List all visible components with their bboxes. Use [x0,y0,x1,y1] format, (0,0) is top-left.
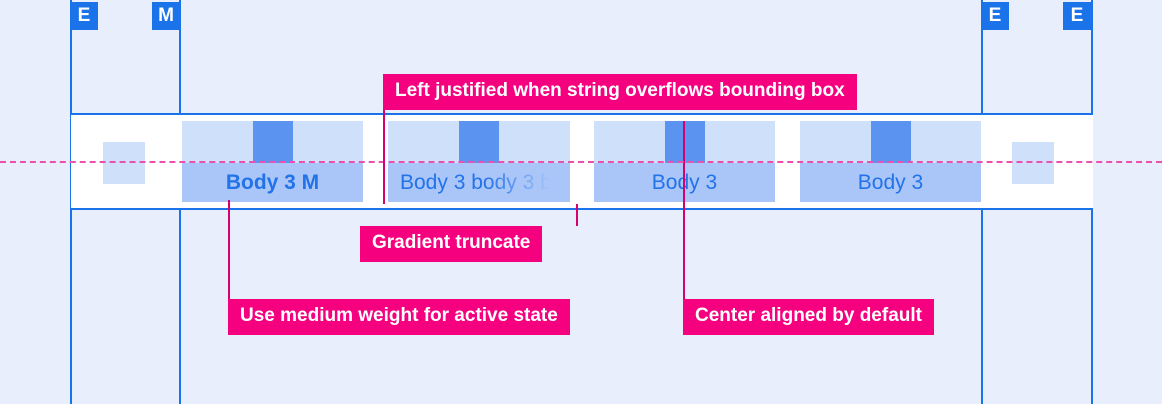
leader-center-aligned [683,121,685,311]
tab-4-label-band: Body 3 [800,163,981,202]
leader-gradient-truncate [576,204,578,226]
tab-2-glyph-icon [459,121,499,163]
leader-left-justified [383,74,385,204]
tab-4-label: Body 3 [857,171,924,194]
annotation-center-aligned: Center aligned by default [683,299,934,335]
tab-4-glyph-icon [870,121,911,163]
leader-medium-weight [228,200,230,300]
spacing-badge-e-right-inner: E [981,2,1009,30]
tab-1-label: Body 3 M [225,171,320,194]
tab-item-1[interactable]: Body 3 M [182,121,363,202]
spacing-badge-e-left-outer: E [70,2,98,30]
spacing-badge-m-left-inner: M [152,2,180,30]
tab-2-label: Body 3 body 3 b [400,171,552,194]
tab-4-icon-area [800,121,981,163]
tab-1-label-band: Body 3 M [182,163,363,202]
tab-1-icon-area [182,121,363,163]
tab-2-icon-area [388,121,570,163]
tab-2-label-band: Body 3 body 3 b [388,163,570,202]
vertical-center-line [0,161,1162,163]
leading-endcap-icon [103,142,145,184]
annotation-medium-weight: Use medium weight for active state [228,299,570,335]
tab-1-active-indicator [182,199,363,202]
trailing-endcap-icon [1012,142,1054,184]
tab-item-4[interactable]: Body 3 [800,121,981,202]
annotation-gradient-truncate: Gradient truncate [360,226,543,262]
tab-1-glyph-icon [252,121,293,163]
spacing-badge-e-right-outer: E [1063,2,1091,30]
annotation-left-justified: Left justified when string overflows bou… [383,74,857,110]
